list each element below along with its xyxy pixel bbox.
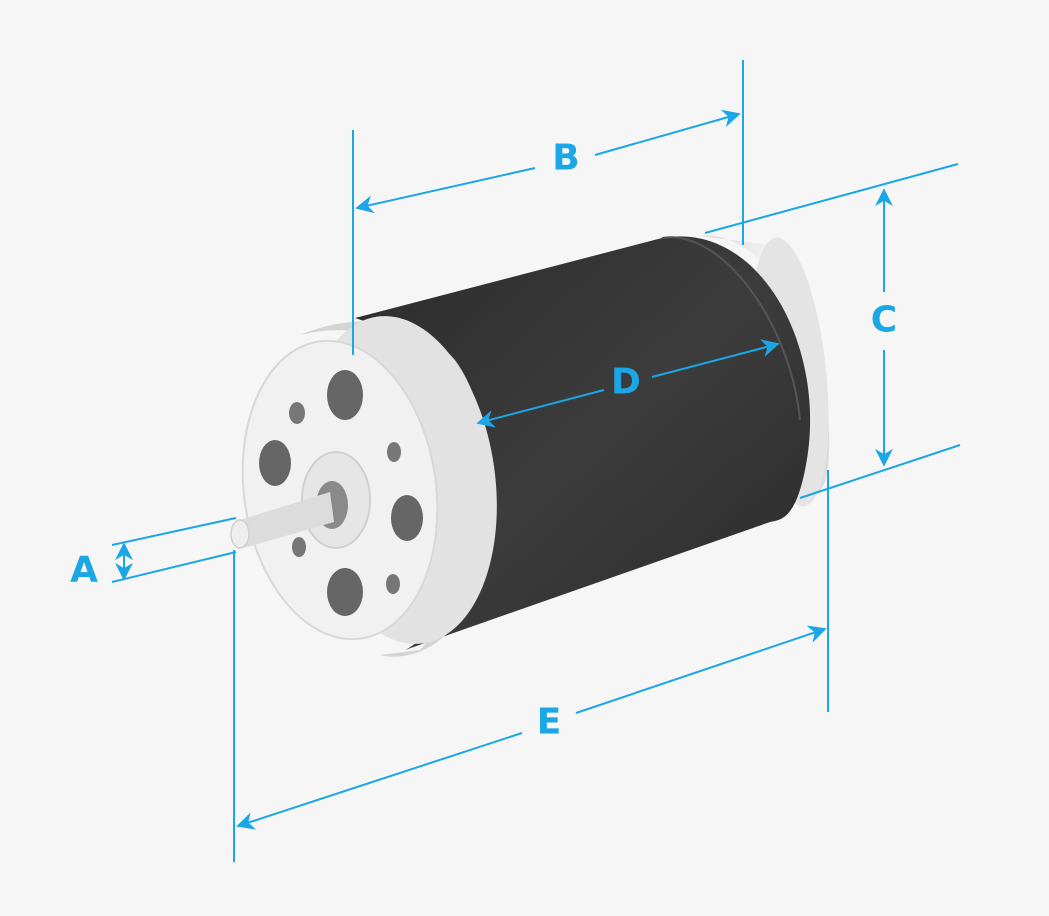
mount-hole [391,495,423,541]
vent-hole [292,537,306,557]
dimension-e: E [233,470,829,862]
vent-hole [289,402,305,424]
vent-hole [387,442,401,462]
dc-motor-icon [230,235,830,657]
label-c: C [871,300,897,341]
dimension-a: A [70,517,237,591]
dimension-b: B [352,60,744,355]
front-face-plate [241,339,439,641]
dimension-d: D [476,339,780,428]
mount-hole [259,440,291,486]
motor-shaft [230,492,334,549]
mount-hole [327,370,363,420]
vent-hole [386,574,400,594]
mount-hole [327,568,363,616]
label-b: B [552,138,579,179]
label-d: D [611,362,641,403]
label-a: A [70,550,98,591]
label-e: E [537,702,562,743]
dimension-c: C [704,163,961,499]
